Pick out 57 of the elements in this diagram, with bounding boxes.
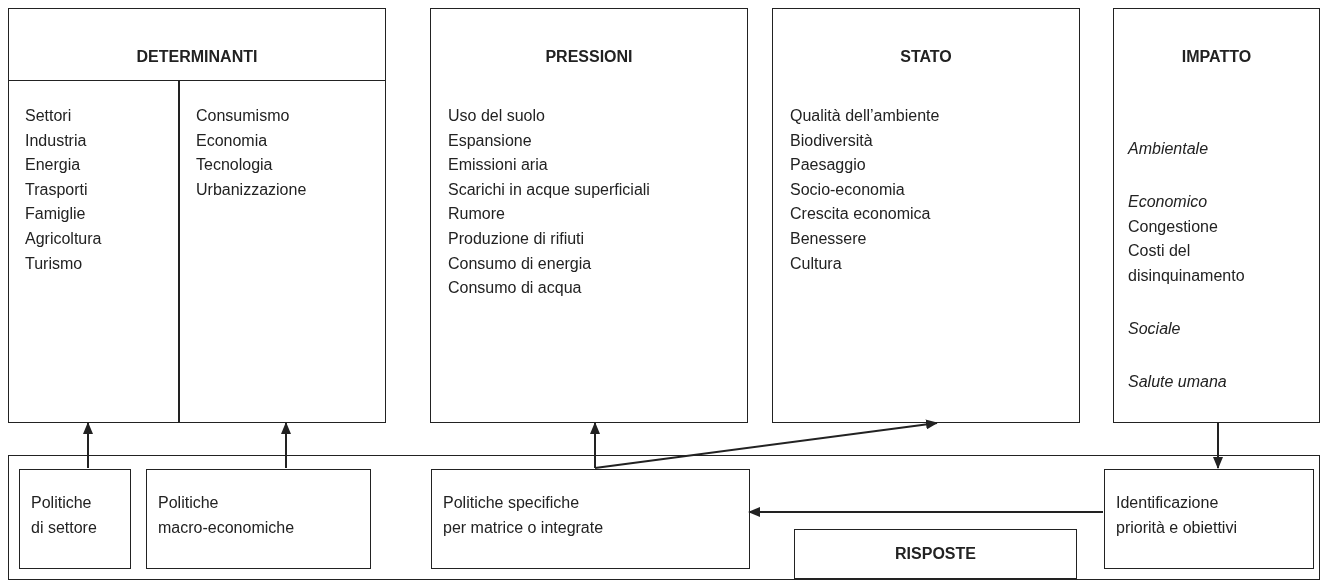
policy-label: Politiche di settore bbox=[31, 493, 98, 538]
list-item: Tecnologia bbox=[196, 155, 274, 176]
box-heading: IMPATTO bbox=[1180, 47, 1253, 67]
policy-box bbox=[1104, 469, 1314, 569]
policy-label: Identificazione priorità e obiettivi bbox=[1116, 493, 1238, 538]
arrow bbox=[590, 422, 600, 469]
list-item: Costi del disinquinamento bbox=[1128, 241, 1246, 286]
list-item: Energia bbox=[25, 155, 82, 176]
box-heading: DETERMINANTI bbox=[135, 47, 259, 67]
list-item: Urbanizzazione bbox=[196, 179, 308, 200]
list-item: Rumore bbox=[448, 204, 506, 225]
category-box bbox=[430, 8, 748, 423]
policy-label: Politiche macro-economiche bbox=[158, 493, 296, 538]
list-item: Espansione bbox=[448, 130, 533, 151]
arrow bbox=[281, 422, 291, 469]
policy-box bbox=[19, 469, 131, 569]
list-item: Benessere bbox=[790, 229, 868, 249]
category-box bbox=[8, 8, 386, 423]
arrow bbox=[748, 507, 1104, 517]
list-item: Paesaggio bbox=[790, 155, 867, 176]
list-item: Famiglie bbox=[25, 204, 87, 225]
box-heading: PRESSIONI bbox=[544, 47, 634, 67]
list-item: Agricoltura bbox=[25, 229, 103, 249]
box-heading: STATO bbox=[899, 47, 953, 67]
list-item: Uso del suolo bbox=[448, 106, 546, 126]
box-heading: RISPOSTE bbox=[894, 544, 977, 564]
list-item: Turismo bbox=[25, 253, 84, 274]
list-item: Trasporti bbox=[25, 179, 89, 200]
category-box bbox=[794, 529, 1077, 579]
list-item: Crescita economica bbox=[790, 204, 932, 225]
list-item: Industria bbox=[25, 130, 88, 151]
list-item: Consumo di energia bbox=[448, 253, 593, 274]
list-item: Settori bbox=[25, 106, 73, 126]
policy-box bbox=[146, 469, 371, 569]
list-item: Sociale bbox=[1128, 319, 1182, 339]
list-item: Consumismo bbox=[196, 106, 291, 126]
list-item: Biodiversità bbox=[790, 130, 874, 151]
list-item: Congestione bbox=[1128, 217, 1219, 237]
policy-label: Politiche specifiche per matrice o integrate bbox=[443, 493, 605, 538]
category-box bbox=[772, 8, 1080, 423]
arrow bbox=[594, 419, 938, 469]
list-item: Economia bbox=[196, 130, 269, 151]
list-item: Qualità dell’ambiente bbox=[790, 106, 941, 126]
list-item: Consumo di acqua bbox=[448, 278, 583, 299]
list-item: Ambientale bbox=[1128, 139, 1210, 159]
panel-frame bbox=[8, 455, 1320, 580]
list-item: Salute umana bbox=[1128, 372, 1228, 392]
list-item: Socio-economia bbox=[790, 179, 906, 200]
category-box bbox=[1113, 8, 1320, 423]
list-item: Emissioni aria bbox=[448, 155, 549, 176]
policy-box bbox=[431, 469, 750, 569]
arrow bbox=[1213, 422, 1223, 469]
arrow bbox=[83, 422, 93, 469]
list-item: Scarichi in acque superficiali bbox=[448, 179, 651, 200]
list-item: Cultura bbox=[790, 253, 843, 274]
list-item: Economico bbox=[1128, 192, 1209, 212]
list-item: Produzione di rifiuti bbox=[448, 229, 586, 249]
